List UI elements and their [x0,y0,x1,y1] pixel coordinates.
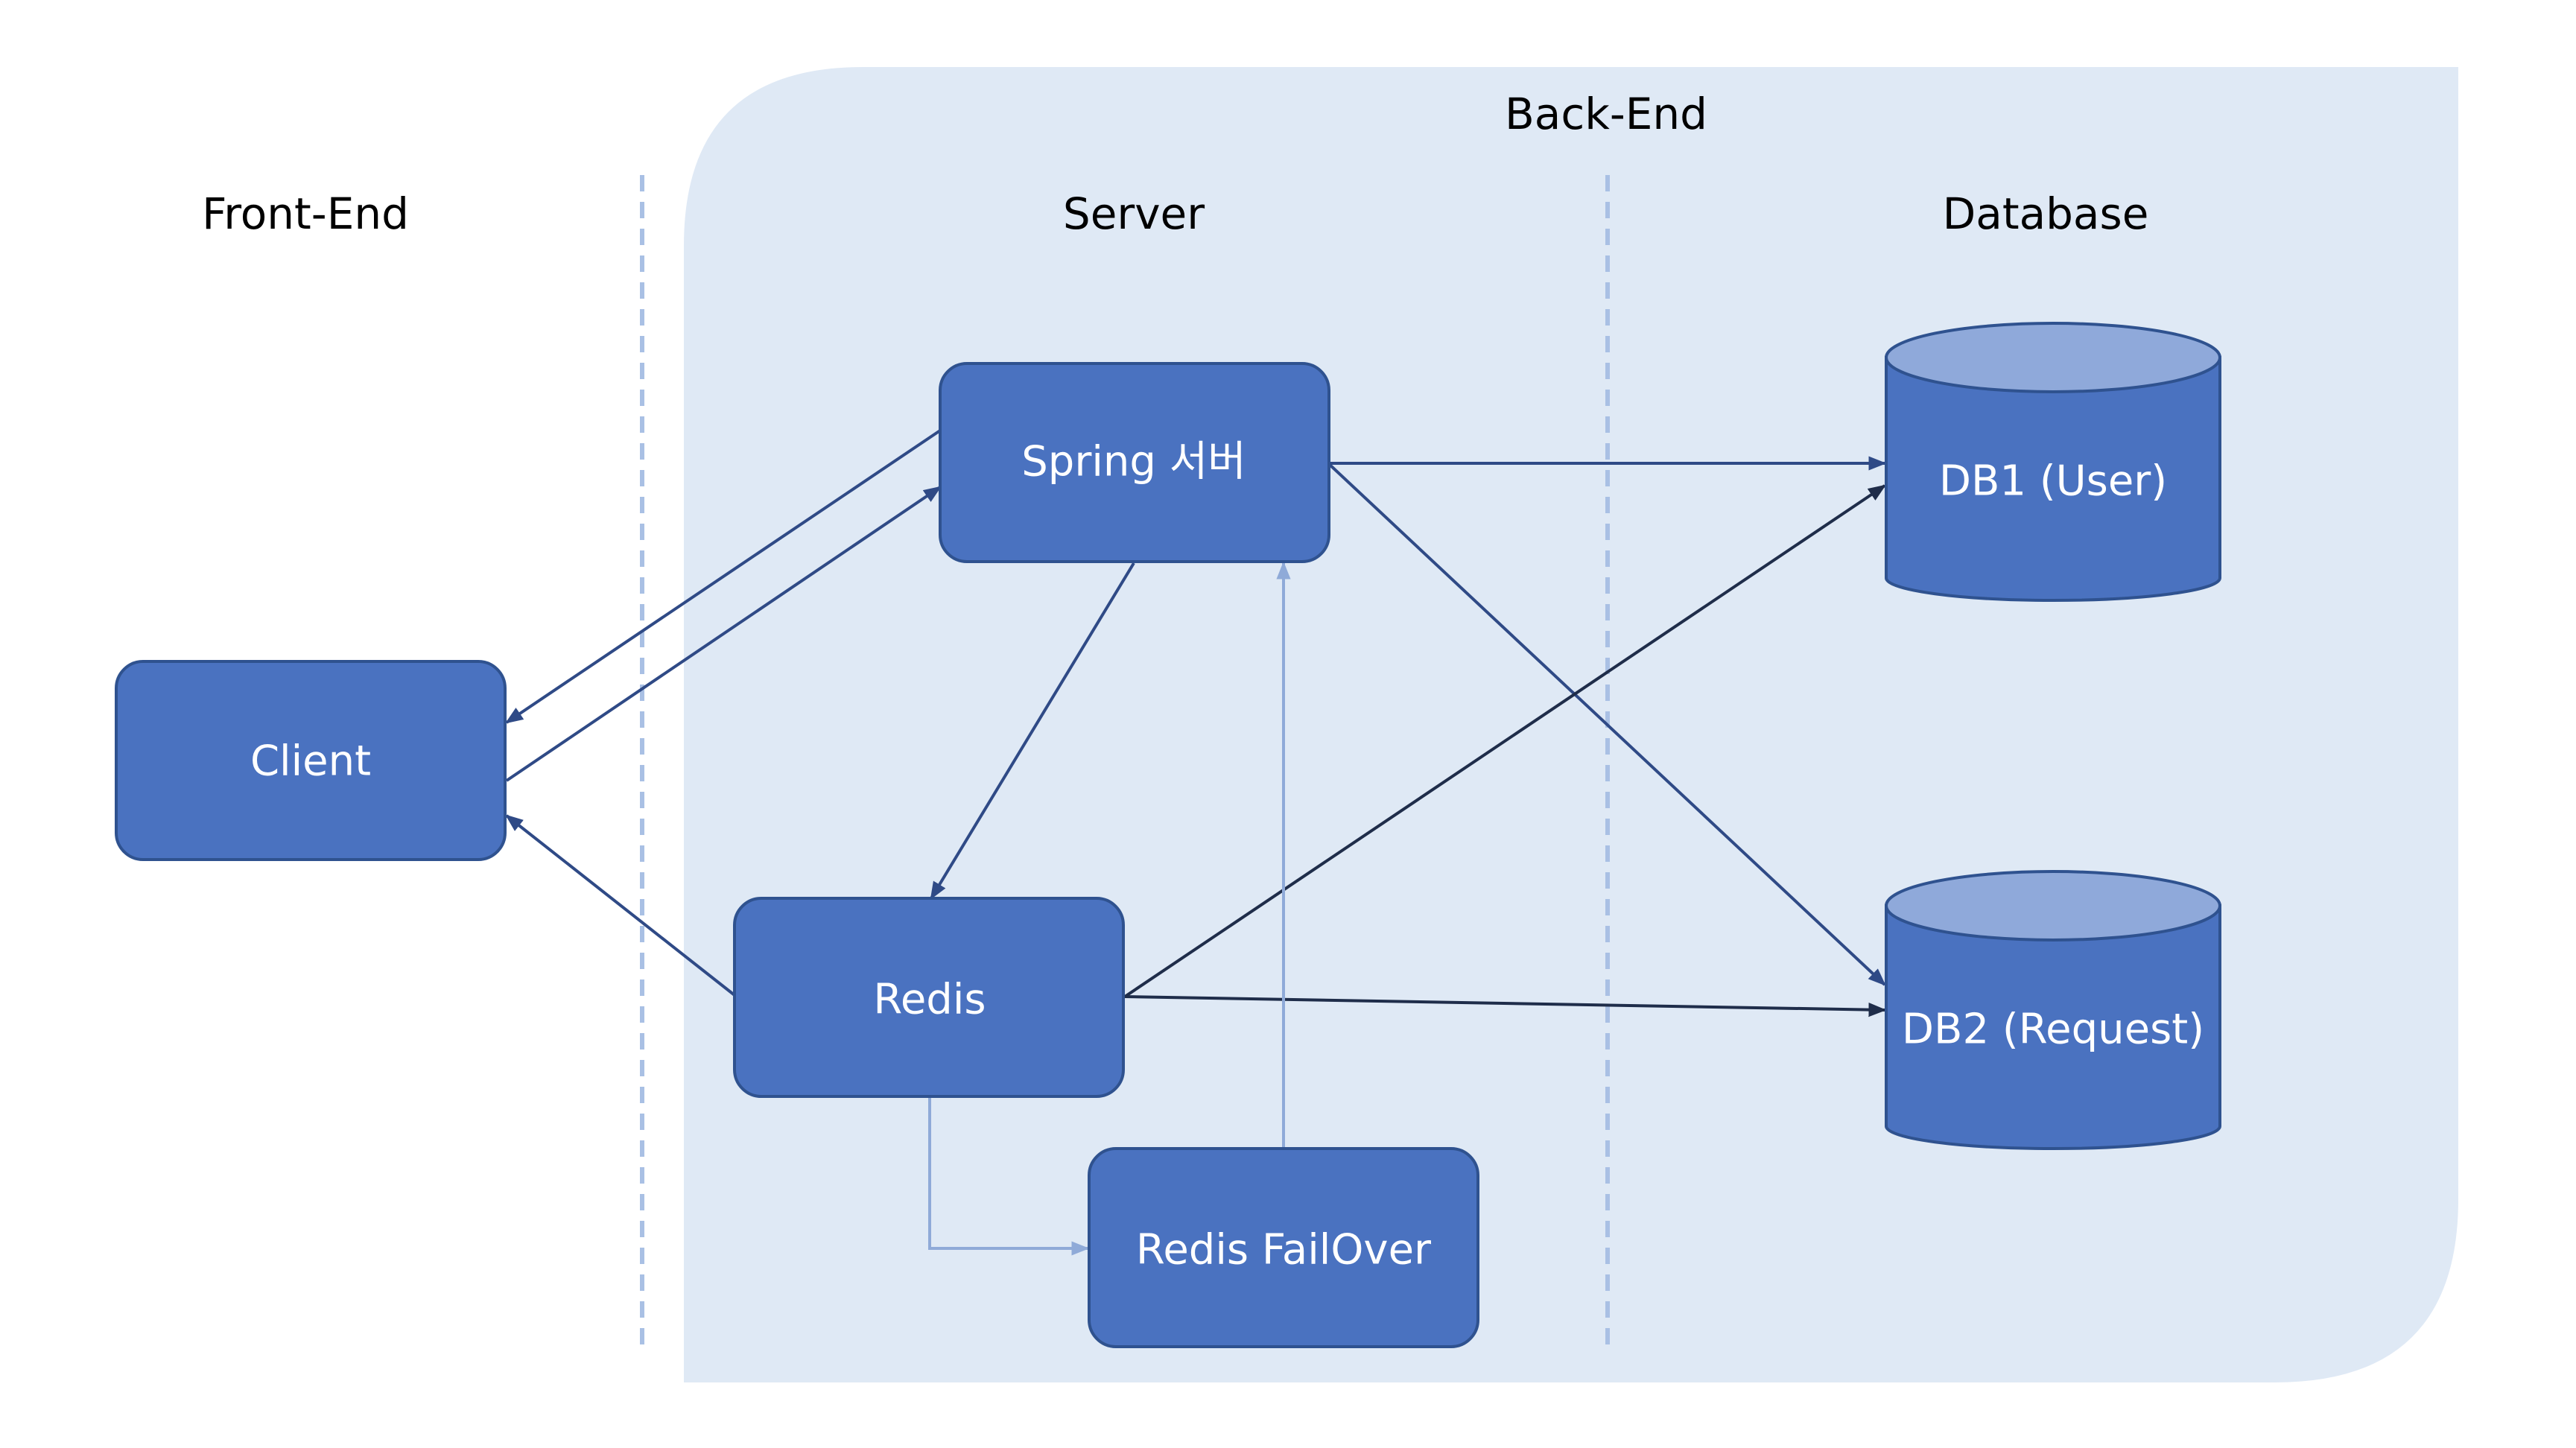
db1-cylinder[interactable]: DB1 (User) [1885,322,2221,602]
backend-label: Back-End [1505,89,1707,139]
edge-redis-to-db2 [1124,995,1887,1017]
edge-client-to-spring [505,486,942,782]
spring-server-label: Spring 서버 [1021,438,1246,486]
server-label: Server [1063,188,1205,239]
edge-spring-to-db2 [1327,462,1886,986]
edge-redis-to-failover [928,1098,1090,1256]
frontend-label: Front-End [202,188,409,239]
edge-spring-to-client [505,429,942,724]
db2-cylinder[interactable]: DB2 (Request) [1885,870,2221,1150]
redis-failover-node[interactable]: Redis FailOver [1088,1147,1479,1348]
redis-failover-label: Redis FailOver [1136,1226,1432,1274]
db2-label: DB2 (Request) [1902,1006,2204,1054]
redis-node[interactable]: Redis [733,897,1125,1098]
spring-server-node[interactable]: Spring 서버 [939,362,1330,563]
backend-region [684,67,2458,1382]
edge-redis-to-client [505,814,736,997]
edge-spring-to-redis [930,562,1135,901]
db1-label: DB1 (User) [1939,457,2167,506]
database-label: Database [1943,188,2149,239]
client-node[interactable]: Client [115,660,507,861]
client-label: Client [250,737,371,786]
edge-redis-to-db1 [1123,484,1886,998]
redis-label: Redis [873,976,986,1024]
